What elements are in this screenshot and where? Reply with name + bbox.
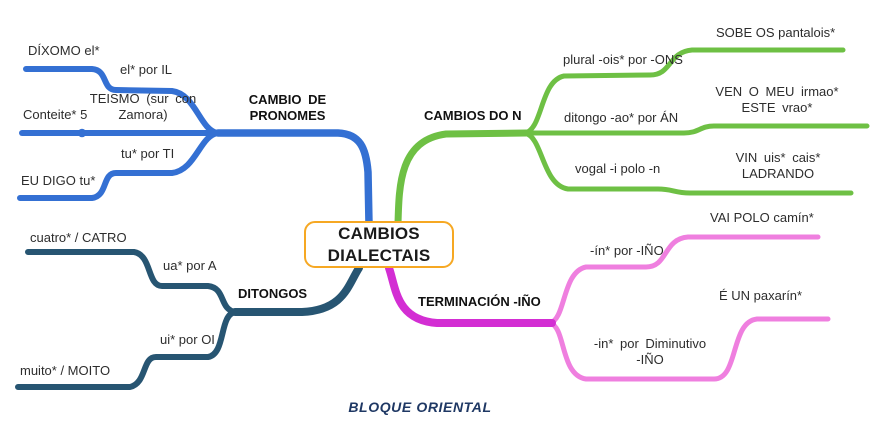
leaf-vin-uis-cais[interactable]: VIN uis* cais* LADRANDO: [735, 150, 821, 181]
pronomes-trunk-line: [214, 129, 373, 228]
branch-ditongos[interactable]: DITONGOS: [238, 286, 308, 301]
pronomes-sub-el-por-il-line: [23, 66, 221, 136]
subtopic-tu-por-ti[interactable]: tu* por TI: [121, 146, 175, 161]
subtopic-ua-por-a[interactable]: ua* por A: [163, 258, 217, 273]
ditongos-trunk-line: [231, 264, 363, 316]
leaf-eu-digo-tu[interactable]: EU DIGO tu*: [21, 173, 96, 188]
subtopic-vogal-i[interactable]: vogal -i polo -n: [575, 161, 661, 176]
ditongos-sub-ui-line: [15, 309, 238, 390]
ditongos-sub-ua-line: [25, 249, 238, 315]
leaf-sobe-os-pantalois[interactable]: SOBE OS pantalois*: [716, 25, 836, 40]
subtopic-in-por-diminutivo[interactable]: -in* por Diminutivo -IÑO: [593, 336, 707, 367]
pronomes-sub-tu-por-ti-line: [17, 130, 221, 201]
cambios-n-sub-ditongo-line: [522, 123, 870, 136]
leaf-cuatro-catro[interactable]: cuatro* / CATRO: [30, 230, 127, 245]
subtopic-el-por-il[interactable]: el* por IL: [120, 62, 173, 77]
conteite-line-dot: [77, 128, 87, 138]
subtopic-teismo[interactable]: TEISMO (sur con Zamora): [89, 91, 197, 122]
leaf-e-un-paxarin[interactable]: É UN paxarín*: [719, 288, 803, 303]
subtopic-ditongo-ao[interactable]: ditongo -ao* por ÁN: [564, 110, 679, 125]
leaf-ven-o-meu-irmao[interactable]: VEN O MEU irmao* ESTE vrao*: [715, 84, 839, 115]
leaf-muito-moito[interactable]: muito* / MOITO: [20, 363, 111, 378]
subtopic-in-por-ino[interactable]: -ín* por -IÑO: [590, 243, 664, 258]
leaf-conteite[interactable]: Conteite* 5: [23, 107, 88, 122]
terminacion-sub-diminutivo-line: [547, 316, 831, 382]
leaf-vai-polo-camin[interactable]: VAI POLO camín*: [710, 210, 814, 225]
subtopic-plural-ois[interactable]: plural -ois* por -ONS: [563, 52, 683, 67]
branch-terminacion-ino[interactable]: TERMINACIÓN -IÑO: [418, 294, 541, 309]
branch-cambio-de-pronomes[interactable]: CAMBIO DE PRONOMES: [248, 92, 327, 123]
central-topic[interactable]: CAMBIOS DIALECTAIS: [304, 221, 454, 268]
floating-topic-bloque-oriental[interactable]: BLOQUE ORIENTAL: [348, 399, 492, 415]
leaf-dixomo-el[interactable]: DÍXOMO el*: [28, 43, 100, 58]
branch-cambios-do-n[interactable]: CAMBIOS DO N: [424, 108, 522, 123]
cambios-n-sub-vogal-line: [522, 130, 854, 196]
subtopic-ui-por-oi[interactable]: ui* por OI: [160, 332, 215, 347]
terminacion-sub-in-ino-line: [547, 234, 821, 326]
terminacion-trunk-line: [385, 264, 556, 327]
cambios-n-trunk-line: [394, 129, 531, 228]
cambios-n-sub-plural-line: [522, 47, 846, 136]
